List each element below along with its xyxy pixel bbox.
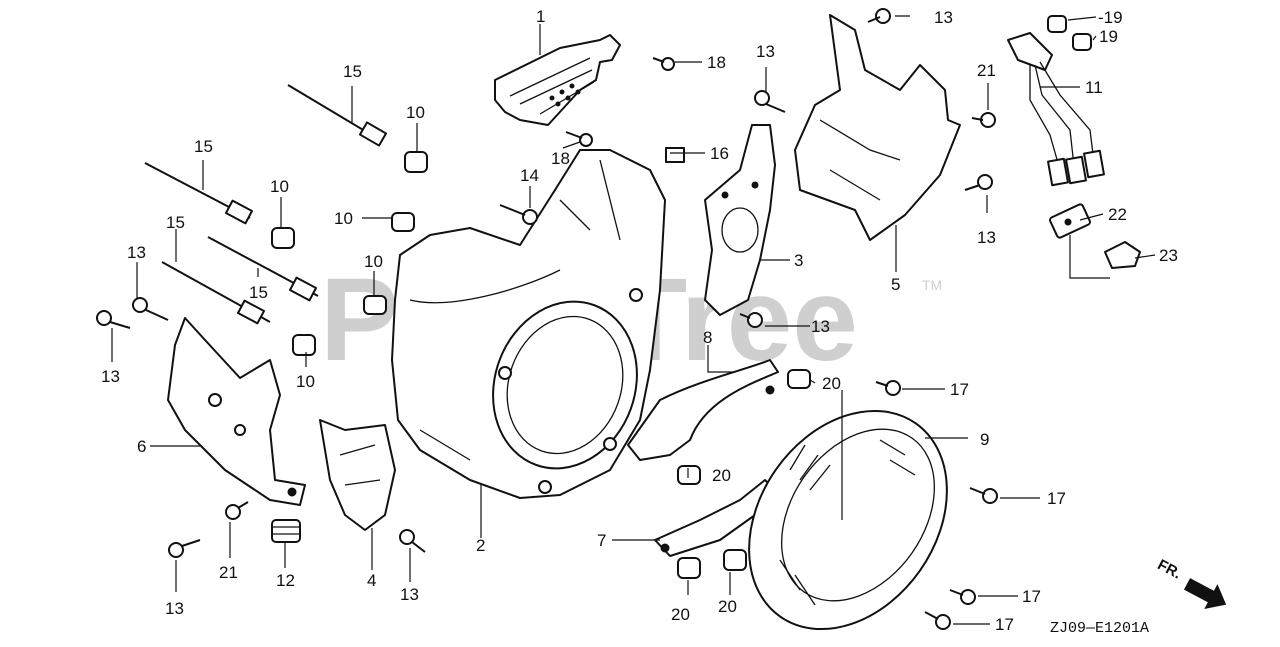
part-12-grommet[interactable]: [271, 519, 301, 543]
callout-19-b: 19: [1099, 27, 1118, 46]
leader-lines: [111, 15, 1156, 625]
bolt-14[interactable]: [499, 204, 538, 225]
nut-10-d[interactable]: [363, 295, 387, 315]
callout-17-d: 17: [995, 615, 1014, 634]
bolt-15-c[interactable]: [207, 236, 319, 302]
callout-12: 12: [276, 571, 295, 590]
callout-20-c: 20: [671, 605, 690, 624]
bolt-13-e[interactable]: [96, 310, 131, 329]
nut-19-b[interactable]: [1072, 33, 1092, 51]
bolt-13-d[interactable]: [132, 297, 169, 321]
bolt-13-g[interactable]: [168, 539, 201, 558]
callout-23: 23: [1159, 246, 1178, 265]
nut-10-e[interactable]: [292, 334, 316, 356]
callout-6: 6: [137, 437, 146, 456]
callout-13-b: 13: [756, 42, 775, 61]
part-22-clip[interactable]: [1049, 203, 1091, 239]
bolt-13-a[interactable]: [867, 8, 891, 24]
bolt-15-b[interactable]: [144, 162, 253, 225]
nut-19-a[interactable]: [1047, 15, 1067, 33]
callout-16: 16: [710, 144, 729, 163]
callout-2: 2: [476, 536, 485, 555]
callout-9: 9: [980, 430, 989, 449]
callout-15-d: 15: [249, 283, 268, 302]
nut-20-a[interactable]: [787, 369, 811, 389]
watermark-trademark: TM: [922, 277, 942, 293]
callout-14: 14: [520, 166, 539, 185]
part-5-rear-cover[interactable]: [794, 14, 961, 241]
callout-20-d: 20: [718, 597, 737, 616]
callout-13-g: 13: [165, 599, 184, 618]
direction-indicator: FR.: [1155, 556, 1227, 609]
callout-13-c: 13: [977, 228, 996, 247]
callout-3: 3: [794, 251, 803, 270]
part-8-arc-bracket[interactable]: [627, 359, 779, 461]
part-6-lower-cover[interactable]: [167, 317, 306, 506]
callout-15-c: 15: [166, 213, 185, 232]
callout-20-a: 20: [822, 374, 841, 393]
screw-17-c[interactable]: [949, 589, 976, 605]
callout-13-f: 13: [811, 317, 830, 336]
callout-20-b: 20: [712, 466, 731, 485]
bolt-13-c[interactable]: [964, 174, 993, 191]
callout-11: 11: [1085, 78, 1103, 97]
part-4-small-bracket[interactable]: [319, 419, 396, 531]
callout-15-a: 15: [343, 62, 362, 81]
diagram-code: ZJ09—E1201A: [1050, 620, 1149, 637]
part-2-fan-housing[interactable]: [391, 149, 666, 499]
bolt-21-a[interactable]: [971, 112, 996, 128]
callout-18-a: 18: [707, 53, 726, 72]
callout-labels: 1 2 3 4 5 6 7 8 9 10 10 10 10 10 11 12 1…: [101, 7, 1178, 634]
callout-17-b: 17: [1047, 489, 1066, 508]
bolt-13-b[interactable]: [754, 90, 786, 113]
callout-13-e: 13: [101, 367, 120, 386]
nut-10-a[interactable]: [404, 151, 428, 173]
bolt-15-d[interactable]: [161, 261, 271, 325]
callout-21-a: 21: [977, 61, 996, 80]
bolt-15-a[interactable]: [287, 84, 388, 147]
bolt-13-f[interactable]: [739, 312, 763, 328]
screw-17-a[interactable]: [875, 380, 901, 396]
callout-15-b: 15: [194, 137, 213, 156]
part-23-cap[interactable]: [1104, 241, 1141, 269]
nut-10-b[interactable]: [271, 227, 295, 249]
callout-7: 7: [597, 531, 606, 550]
callout-10-b: 10: [270, 177, 289, 196]
nut-20-b[interactable]: [677, 465, 701, 485]
callout-13-h: 13: [400, 585, 419, 604]
part-1-top-plate[interactable]: [494, 34, 621, 126]
callout-8: 8: [703, 328, 712, 347]
callout-17-a: 17: [950, 380, 969, 399]
part-3-side-bracket[interactable]: [704, 124, 776, 316]
arrow-right-icon: [1183, 578, 1227, 609]
bolt-13-h[interactable]: [399, 529, 426, 553]
callout-4: 4: [367, 571, 376, 590]
screw-17-b[interactable]: [969, 487, 998, 504]
callout-22: 22: [1108, 205, 1127, 224]
callout-1: 1: [536, 7, 545, 26]
part-11-wire-harness[interactable]: [1007, 32, 1105, 187]
callout-21-b: 21: [219, 563, 238, 582]
screw-18-b[interactable]: [565, 131, 593, 147]
screw-17-d[interactable]: [924, 611, 951, 630]
callout-10-c: 10: [334, 209, 353, 228]
direction-label: FR.: [1155, 556, 1184, 582]
nut-10-c[interactable]: [391, 212, 415, 232]
callout-19-a: -19: [1098, 8, 1123, 27]
bolt-21-b[interactable]: [225, 501, 249, 520]
clip-16[interactable]: [665, 147, 685, 163]
callout-10-d: 10: [364, 252, 383, 271]
nut-20-c[interactable]: [677, 557, 701, 579]
callout-13-a: 13: [934, 8, 953, 27]
callout-10-a: 10: [406, 103, 425, 122]
callout-18-b: 18: [551, 149, 570, 168]
part-9-guard-ring[interactable]: [708, 373, 988, 647]
screw-18-a[interactable]: [652, 57, 675, 71]
callout-17-c: 17: [1022, 587, 1041, 606]
nut-20-d[interactable]: [723, 549, 747, 571]
callout-5: 5: [891, 275, 900, 294]
callout-10-e: 10: [296, 372, 315, 391]
callout-13-d: 13: [127, 243, 146, 262]
